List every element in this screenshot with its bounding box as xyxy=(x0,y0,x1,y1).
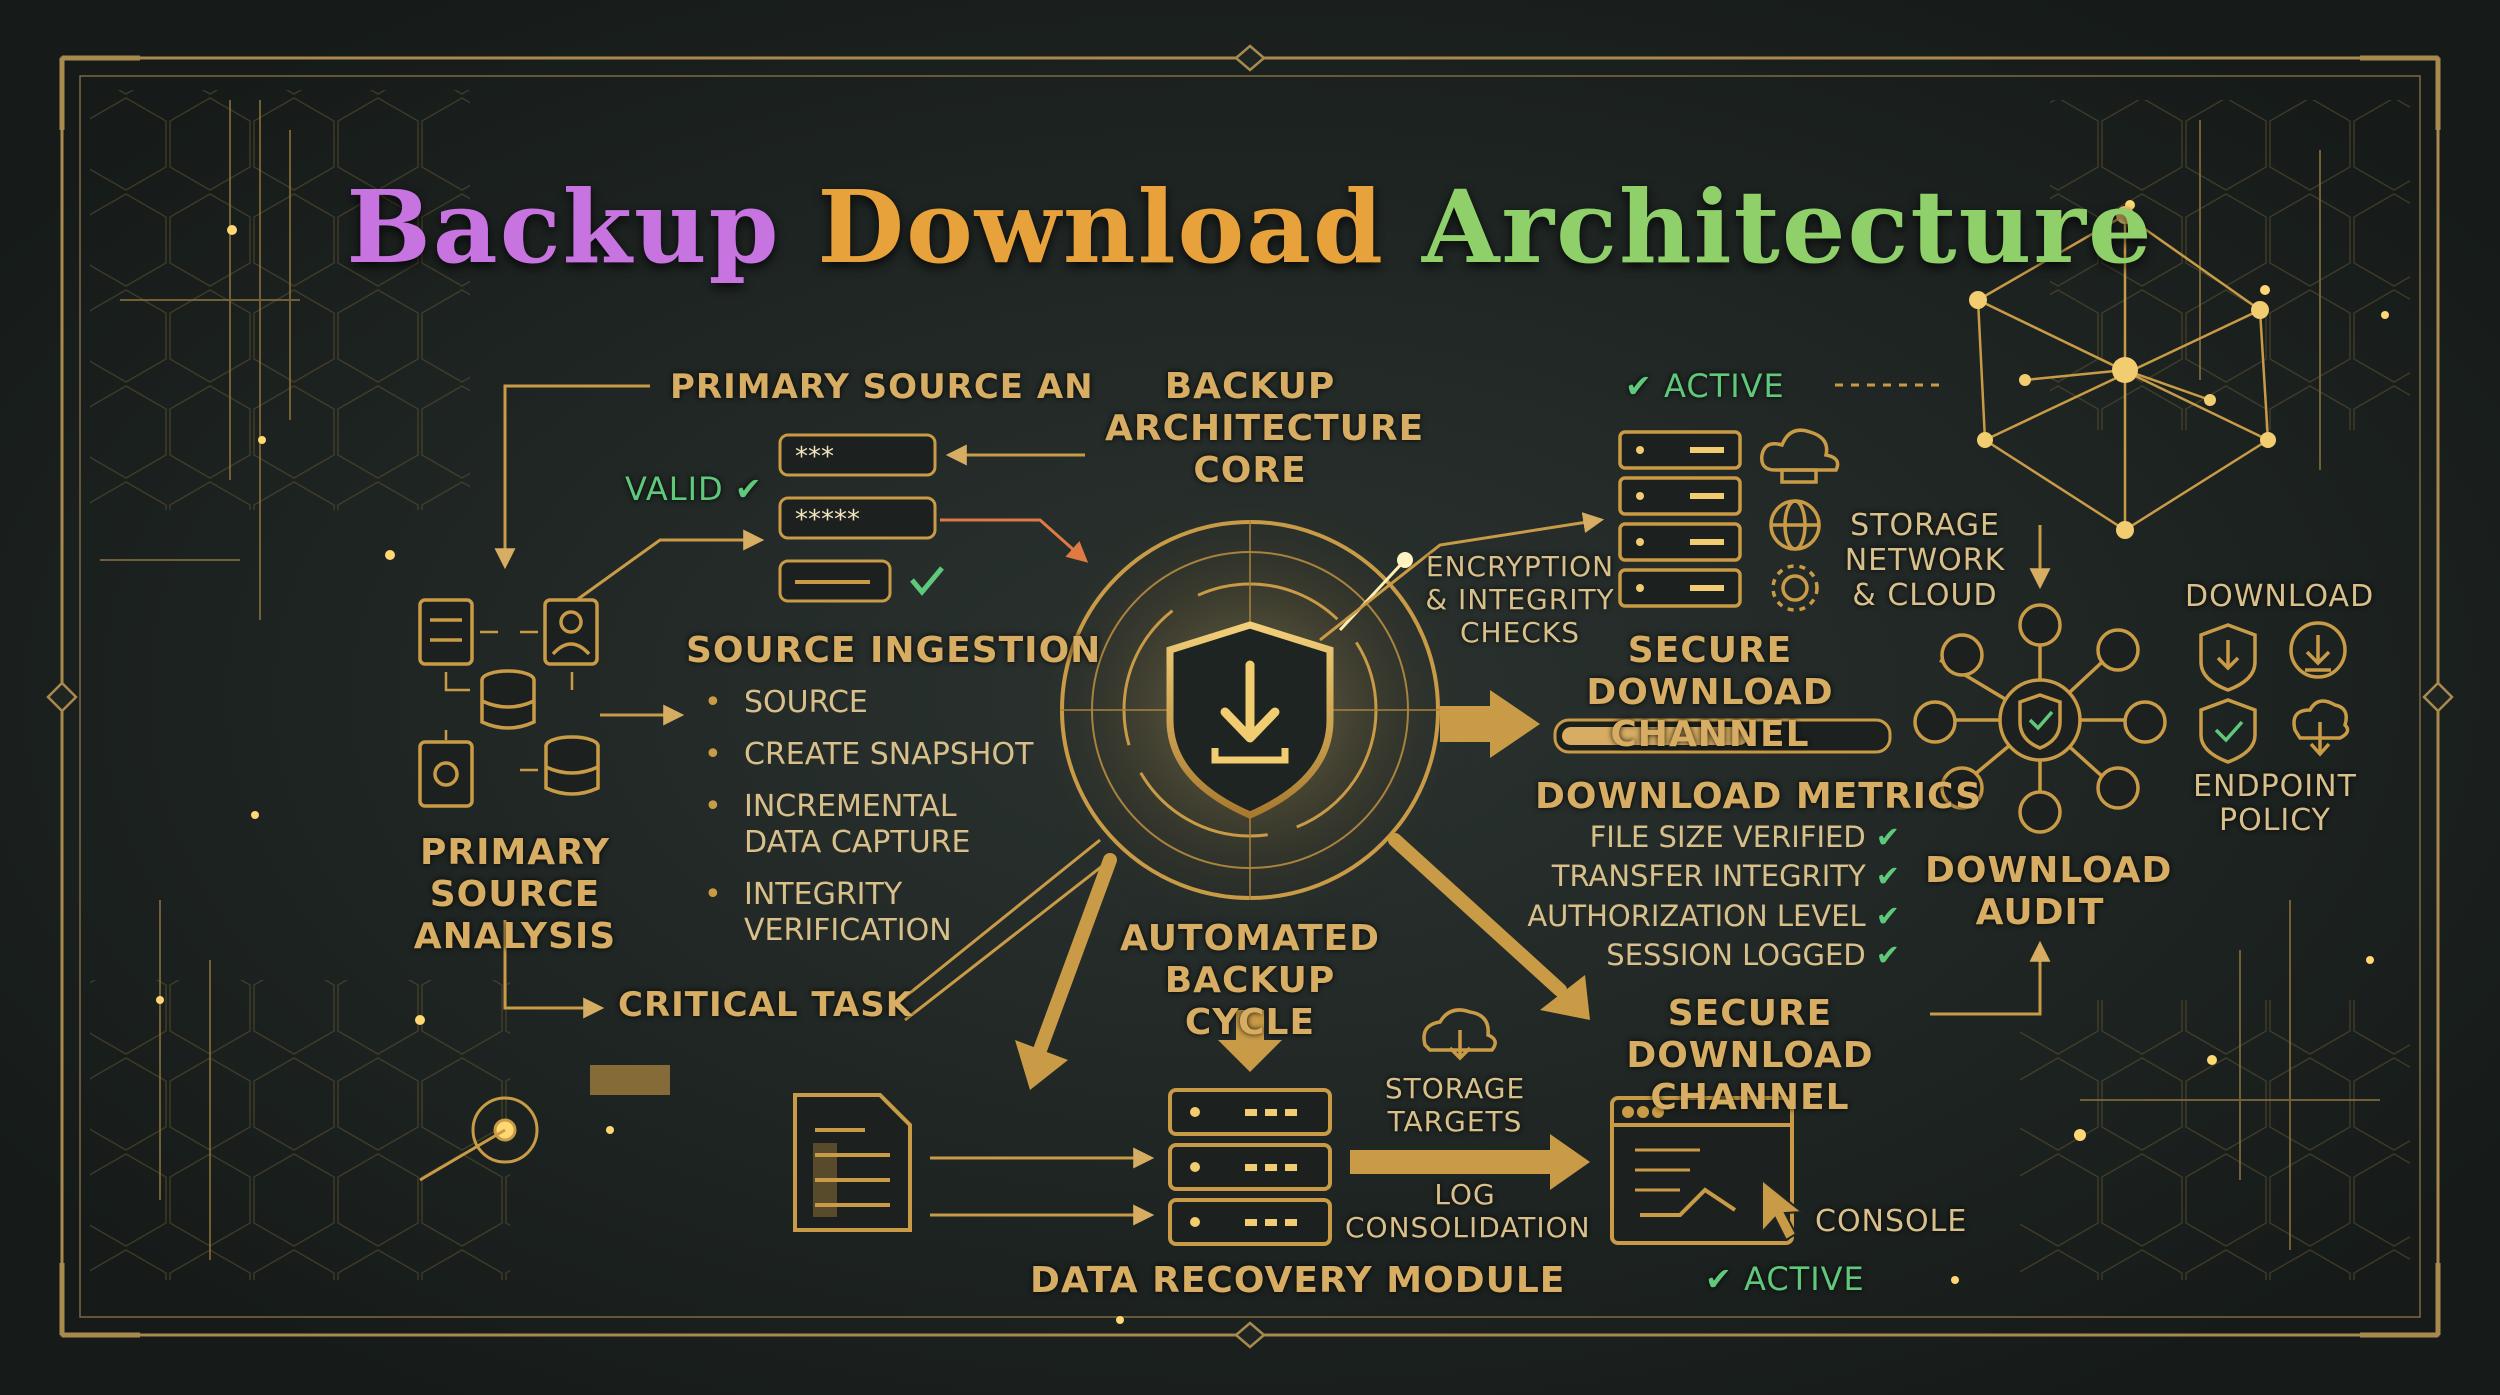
download-progress-bar xyxy=(1553,718,1892,754)
cloud-icon-small xyxy=(2123,700,2167,744)
credential-fields: *** ***** xyxy=(778,433,944,603)
automated-cycle-label: AUTOMATED BACKUP CYCLE xyxy=(1119,918,1381,1043)
download-label: DOWNLOAD xyxy=(2185,579,2375,614)
hex-pattern-top-right xyxy=(2050,100,2410,430)
title-word-2: Download xyxy=(817,168,1385,286)
database-icon xyxy=(480,669,536,730)
source-analysis-icons xyxy=(418,598,600,808)
shield-check-icon-small xyxy=(2199,698,2257,764)
server-icon xyxy=(418,598,474,666)
active-bottom-badge: ✔ ACTIVE xyxy=(1705,1260,1865,1298)
globe-icon xyxy=(1769,499,1821,551)
user-badge-icon xyxy=(543,598,599,666)
status-dots xyxy=(590,1065,670,1095)
hex-pattern-bottom-left xyxy=(90,980,510,1280)
title-word-3: Architecture xyxy=(1421,168,2154,286)
core-arrows xyxy=(1218,690,1590,1190)
shield-icon-small xyxy=(2096,766,2140,810)
metric-item: TRANSFER INTEGRITY✔ xyxy=(1551,859,1900,893)
active-top-badge: ✔ ACTIVE xyxy=(1625,367,1785,405)
primary-source-top-label: PRIMARY SOURCE AN xyxy=(670,367,1094,407)
primary-source-analysis-label: PRIMARY SOURCE ANALYSIS xyxy=(413,832,617,957)
arrow-to-backup-server xyxy=(1218,1010,1282,1072)
ingestion-step: INCREMENTAL DATA CAPTURE xyxy=(700,789,1004,861)
ingestion-steps-list: SOURCE CREATE SNAPSHOT INCREMENTAL DATA … xyxy=(700,685,1033,965)
download-metrics-label: DOWNLOAD METRICS xyxy=(1535,776,1982,817)
critical-task-label: CRITICAL TASK xyxy=(618,985,914,1025)
endpoint-policy-icons xyxy=(2199,621,2350,764)
data-recovery-label: DATA RECOVERY MODULE xyxy=(1030,1260,1566,1301)
cloud-download-icon xyxy=(2292,699,2350,740)
shield-download-icon xyxy=(1166,621,1334,819)
metric-item: SESSION LOGGED✔ xyxy=(1606,938,1900,972)
metric-item: FILE SIZE VERIFIED✔ xyxy=(1589,820,1900,854)
secure-channel-label-1: SECURE DOWNLOAD CHANNEL xyxy=(1586,630,1834,755)
core-hub xyxy=(1010,470,1490,950)
ingestion-step: SOURCE xyxy=(700,685,1033,721)
password-field-1 xyxy=(778,433,937,477)
network-node-icon xyxy=(1969,206,2276,539)
console-label: CONSOLE xyxy=(1815,1204,1968,1239)
password-mask-2: ***** xyxy=(795,505,860,535)
download-circle-icon xyxy=(2289,621,2347,679)
arrow-to-secure-channel xyxy=(1440,690,1540,758)
core-diagonal-arrows xyxy=(1033,833,1567,1057)
arrowheads xyxy=(1015,975,1590,1090)
settings-icon xyxy=(2018,790,2062,834)
target-node xyxy=(419,1096,539,1182)
glow-particles xyxy=(156,200,2389,1324)
download-metrics-list: FILE SIZE VERIFIED✔ TRANSFER INTEGRITY✔ … xyxy=(1500,820,1900,980)
ingestion-step: CREATE SNAPSHOT xyxy=(700,737,1033,773)
secure-channel-label-2: SECURE DOWNLOAD CHANNEL xyxy=(1626,993,1874,1118)
storage-network-label: STORAGE NETWORK & CLOUD xyxy=(1844,508,2006,613)
key-icon xyxy=(2096,628,2140,672)
document-icon xyxy=(418,740,474,808)
endpoint-policy-label: ENDPOINT POLICY xyxy=(2193,769,2357,838)
decorative-frame xyxy=(46,44,2454,1349)
server-stack-bottom xyxy=(1168,1088,1332,1246)
hex-pattern-bottom-right xyxy=(2020,1000,2410,1280)
arrow-to-console xyxy=(1350,1134,1590,1190)
valid-badge: VALID ✔ xyxy=(625,470,763,508)
download-audit-hub xyxy=(1913,603,2167,834)
server-stack-top xyxy=(1618,430,1742,608)
encryption-label: ENCRYPTION & INTEGRITY CHECKS xyxy=(1425,550,1615,649)
document-icon xyxy=(1940,633,1984,677)
download-audit-label: DOWNLOAD AUDIT xyxy=(1925,850,2173,933)
password-field-2 xyxy=(778,496,937,540)
cloud-icon xyxy=(1760,428,1840,484)
image-icon xyxy=(1940,766,1984,810)
core-label: BACKUP ARCHITECTURE CORE xyxy=(1105,366,1425,491)
cloud-storage-icon xyxy=(1422,1008,1497,1061)
title-word-1: Backup xyxy=(346,168,781,286)
password-mask-1: *** xyxy=(795,442,834,472)
chart-icon xyxy=(1913,700,1957,744)
console-icon xyxy=(1610,1096,1794,1245)
document-icon-large xyxy=(793,1093,912,1232)
metric-item: AUTHORIZATION LEVEL✔ xyxy=(1527,899,1900,933)
cursor-icon xyxy=(1761,1177,1805,1242)
page-title: Backup Download Architecture xyxy=(0,168,2500,286)
log-consolidation-label: LOG CONSOLIDATION xyxy=(1345,1178,1591,1244)
check-icon xyxy=(910,566,944,596)
circuit-lines xyxy=(100,100,2380,1260)
storage-targets-label: STORAGE TARGETS xyxy=(1384,1072,1526,1138)
shield-download-icon-small xyxy=(2199,623,2257,692)
ingestion-step: INTEGRITY VERIFICATION xyxy=(700,877,1004,949)
database-icon-2 xyxy=(544,735,600,796)
gear-icon xyxy=(1771,564,1819,612)
user-icon xyxy=(2018,603,2062,647)
source-ingestion-label: SOURCE INGESTION xyxy=(686,630,1102,671)
